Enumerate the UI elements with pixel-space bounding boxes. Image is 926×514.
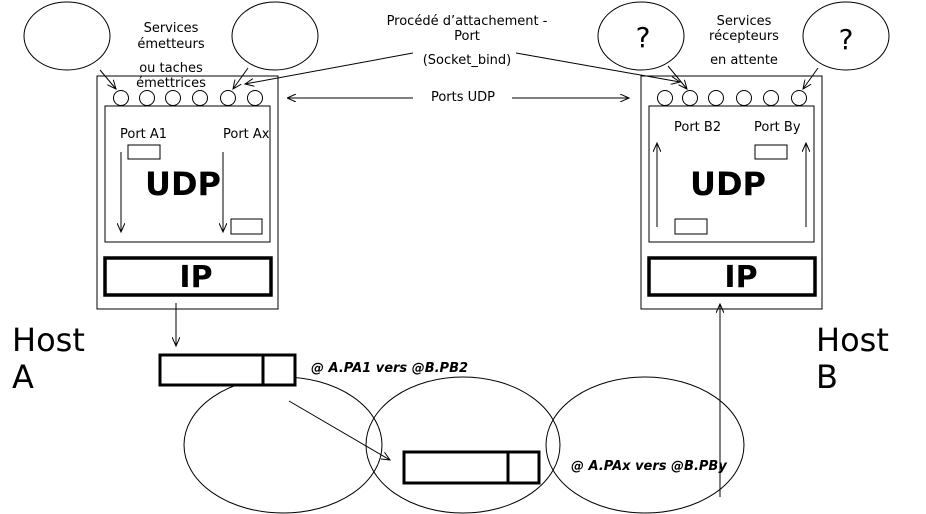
host-b-port-circle: [708, 90, 724, 106]
host-a-port-circle: [220, 90, 236, 106]
host-b-port-first-label: Port B2: [674, 120, 721, 135]
host-a-box: [96, 75, 279, 310]
label-services-emetteurs-2: émetteurs: [137, 37, 204, 52]
service-arrow-ax: [233, 67, 249, 89]
host-b-port-circle: [682, 90, 698, 106]
host-b-port-circle: [763, 90, 779, 106]
label-en-attente: en attente: [710, 53, 778, 68]
host-a-port-circle: [192, 90, 208, 106]
host-a-queue-2: [230, 218, 263, 235]
label-procede-1: Procédé d’attachement -: [387, 14, 548, 29]
label-ou-taches-2: émettrices: [136, 76, 206, 91]
host-b-name-line1: Host: [816, 321, 889, 359]
host-a-udp-label: UDP: [145, 165, 221, 203]
host-a-ip-label: IP: [179, 260, 212, 295]
bind-arrow-left: [245, 52, 414, 84]
sender-service-ellipse-1: [23, 1, 111, 71]
host-b-udp-box: [648, 105, 815, 243]
datagram-2-label: @ A.PAx vers @B.PBy: [571, 459, 727, 474]
service-arrow-a1: [99, 69, 116, 89]
host-a-port-circle: [113, 90, 129, 106]
host-a-ports: [113, 90, 263, 106]
host-b-ip-label: IP: [724, 260, 757, 295]
label-procede-2: Port: [454, 29, 480, 44]
receiver-question-1: ?: [636, 21, 651, 54]
label-services-emetteurs-1: Services: [144, 21, 199, 36]
datagram-route-arrow: [288, 400, 390, 460]
host-b-queue-2: [674, 218, 708, 235]
host-b-udp-label: UDP: [690, 165, 766, 203]
datagram-1-label: @ A.PA1 vers @B.PB2: [311, 361, 468, 376]
sender-service-ellipse-2: [231, 1, 319, 71]
service-arrow-by: [803, 67, 819, 89]
label-services-recepteurs-1: Services: [717, 14, 772, 29]
label-ou-taches-1: ou taches: [139, 61, 203, 76]
host-b-port-circle: [657, 90, 673, 106]
service-arrow-b2: [667, 65, 687, 89]
datagram-2: [402, 450, 541, 485]
host-a-port-circle: [139, 90, 155, 106]
host-a-name-line2: A: [12, 358, 34, 396]
network-ellipse-2: [365, 376, 561, 514]
host-a-queue-1: [127, 144, 161, 160]
host-b-queue-1: [754, 144, 788, 160]
receiver-question-2: ?: [839, 23, 854, 56]
host-b-box: [640, 75, 823, 310]
label-socket-bind: (Socket_bind): [423, 53, 512, 68]
label-ports-udp: Ports UDP: [431, 90, 495, 105]
receiver-service-ellipse-1: [597, 1, 685, 71]
host-a-port-circle: [165, 90, 181, 106]
bind-arrow-right: [515, 52, 680, 82]
network-ellipse-1: [183, 376, 383, 514]
host-a-port-first-label: Port A1: [120, 127, 167, 142]
host-b-name-line2: B: [816, 358, 838, 396]
label-services-recepteurs-2: récepteurs: [709, 29, 779, 44]
host-b-ip-box: [647, 256, 817, 297]
host-a-port-circle: [247, 90, 263, 106]
host-a-name-line1: Host: [12, 321, 85, 359]
host-a-port-last-label: Port Ax: [223, 127, 270, 142]
datagram-1: [158, 353, 297, 387]
host-b-ports: [657, 90, 807, 106]
host-b-port-circle: [736, 90, 752, 106]
network-ellipse-3: [545, 376, 745, 514]
host-b-port-last-label: Port By: [754, 120, 801, 135]
host-b-port-circle: [791, 90, 807, 106]
receiver-service-ellipse-2: [802, 1, 890, 71]
host-a-ip-box: [103, 256, 273, 297]
host-a-udp-box: [104, 105, 271, 243]
